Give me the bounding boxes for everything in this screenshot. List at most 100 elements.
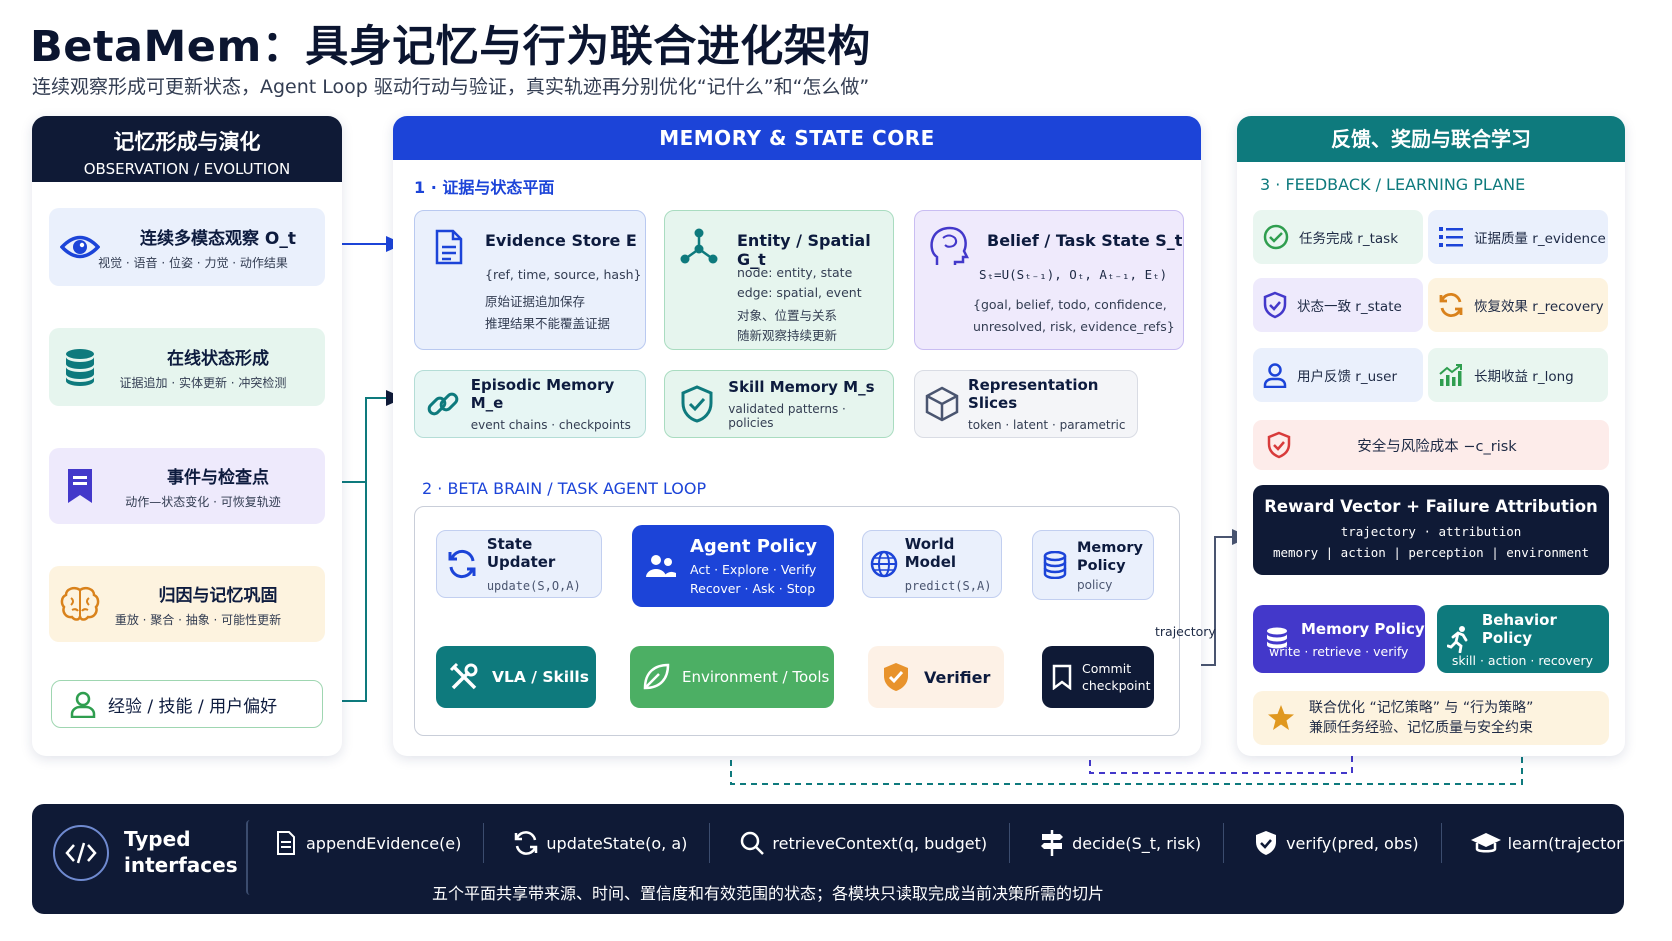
joint-line2: 兼顾任务经验、记忆质量与安全约束 bbox=[1309, 720, 1533, 736]
shield-check-icon bbox=[665, 385, 728, 423]
users-icon bbox=[632, 553, 690, 579]
step-observation-title: 连续多模态观察 O_t bbox=[140, 228, 296, 249]
representation-slices-sub: token · latent · parametric bbox=[968, 418, 1126, 432]
reward-vector-line2: memory | action | perception | environme… bbox=[1272, 545, 1590, 560]
reward-task: 任务完成 r_task bbox=[1253, 210, 1423, 264]
agent-policy-title: Agent Policy bbox=[690, 536, 818, 557]
footer-divider bbox=[1440, 823, 1442, 863]
step-events-sub: 动作—状态变化 · 可恢复轨迹 bbox=[125, 494, 281, 509]
memory-policy-title: Memory Policy bbox=[1301, 619, 1425, 638]
section-feedback-plane: 3 · FEEDBACK / LEARNING PLANE bbox=[1260, 175, 1526, 194]
section-agent-loop: 2 · BETA BRAIN / TASK AGENT LOOP bbox=[422, 479, 707, 498]
user-icon bbox=[1253, 362, 1297, 388]
state-updater-title: State Updater bbox=[486, 535, 556, 571]
tools-icon bbox=[436, 662, 492, 692]
evidence-store-line2: 原始证据追加保存 bbox=[485, 294, 586, 309]
search-icon bbox=[732, 830, 772, 856]
joint-line1: 联合优化 “记忆策略” 与 “行为策略” bbox=[1309, 700, 1534, 716]
loop-memory-policy-card: Memory Policy policy bbox=[1032, 530, 1154, 600]
section-evidence-plane: 1 · 证据与状态平面 bbox=[414, 178, 555, 197]
representation-slices-title: Representation Slices bbox=[968, 376, 1099, 412]
iface-verify: verify(pred, obs) bbox=[1246, 823, 1419, 863]
eye-icon bbox=[49, 232, 111, 262]
belief-state-fields-2: unresolved, risk, evidence_refs} bbox=[973, 319, 1175, 334]
world-model-title: World Model bbox=[904, 535, 957, 571]
document-icon bbox=[266, 830, 306, 856]
world-model-sub: predict(S,A) bbox=[904, 579, 992, 593]
iface-decide-label: decide(S_t, risk) bbox=[1072, 833, 1202, 853]
step-online-state-title: 在线状态形成 bbox=[167, 348, 269, 369]
behavior-policy-card: Behavior Policy skill · action · recover… bbox=[1437, 605, 1609, 673]
reward-recovery: 恢复效果 r_recovery bbox=[1428, 278, 1608, 332]
code-icon bbox=[53, 825, 109, 881]
risk-cost-label: 安全与风险成本 −c_risk bbox=[1357, 438, 1517, 455]
observation-panel-header: 记忆形成与演化 OBSERVATION / EVOLUTION bbox=[32, 116, 342, 182]
iface-learn-label: learn(trajectory, R) bbox=[1507, 833, 1660, 853]
entity-spatial-line3: 对象、位置与关系 bbox=[737, 308, 838, 323]
entity-spatial-node: node: entity, state bbox=[737, 265, 853, 280]
entity-spatial-title: Entity / Spatial G_t bbox=[737, 231, 871, 269]
loop-memory-policy-title1: Memory bbox=[1077, 539, 1143, 556]
iface-verify-label: verify(pred, obs) bbox=[1286, 833, 1419, 853]
trajectory-label: trajectory bbox=[1155, 624, 1216, 639]
commit-line2: checkpoint bbox=[1082, 678, 1151, 693]
graph-nodes-icon bbox=[679, 227, 719, 267]
state-updater-sub: update(S,O,A) bbox=[486, 579, 581, 593]
reward-user-label: 用户反馈 r_user bbox=[1297, 369, 1398, 385]
brain-icon bbox=[49, 586, 111, 622]
database-icon bbox=[1033, 551, 1077, 579]
observation-title-en: OBSERVATION / EVOLUTION bbox=[83, 160, 291, 178]
iface-update-state-label: updateState(o, a) bbox=[546, 833, 688, 853]
belief-task-state-title: Belief / Task State S_t bbox=[987, 231, 1183, 250]
entity-spatial-line4: 随新观察持续更新 bbox=[737, 328, 838, 343]
episodic-memory-sub: event chains · checkpoints bbox=[470, 418, 631, 432]
cube-icon bbox=[915, 386, 968, 422]
agent-loop-frame bbox=[414, 506, 1180, 736]
refresh-icon bbox=[1428, 292, 1474, 318]
step-experience-label: 经验 / 技能 / 用户偏好 bbox=[108, 696, 278, 717]
belief-state-fields-1: {goal, belief, todo, confidence, bbox=[973, 297, 1167, 312]
shield-check-icon bbox=[1246, 829, 1286, 857]
check-circle-icon bbox=[1253, 224, 1299, 250]
head-brain-icon bbox=[929, 225, 969, 267]
document-icon bbox=[435, 229, 463, 265]
typed-interfaces-bar bbox=[32, 804, 1624, 914]
interfaces-label: interfaces bbox=[124, 853, 238, 877]
memory-policy-card: Memory Policy write · retrieve · verify bbox=[1253, 605, 1425, 673]
typed-label: Typed bbox=[124, 827, 191, 851]
reward-task-label: 任务完成 r_task bbox=[1299, 231, 1399, 247]
belief-state-formula: Sₜ=U(Sₜ₋₁), Oₜ, Aₜ₋₁, Eₜ) bbox=[979, 267, 1168, 282]
iface-append-evidence: appendEvidence(e) bbox=[266, 823, 461, 863]
loop-memory-policy-title2: Policy bbox=[1077, 557, 1126, 574]
reward-user: 用户反馈 r_user bbox=[1253, 348, 1423, 402]
world-model-card: World Model predict(S,A) bbox=[862, 530, 1002, 598]
belief-task-state-card: Belief / Task State S_t Sₜ=U(Sₜ₋₁), Oₜ, … bbox=[914, 210, 1184, 350]
iface-update-state: updateState(o, a) bbox=[506, 823, 687, 863]
environment-tools-label: Environment / Tools bbox=[682, 668, 830, 686]
behavior-policy-sub: skill · action · recovery bbox=[1451, 652, 1594, 668]
vla-skills-label: VLA / Skills bbox=[492, 668, 589, 686]
feedback-panel-header: 反馈、奖励与联合学习 bbox=[1237, 116, 1625, 162]
risk-cost: 安全与风险成本 −c_risk bbox=[1253, 420, 1609, 470]
reward-long: 长期收益 r_long bbox=[1428, 348, 1608, 402]
evidence-store-line3: 推理结果不能覆盖证据 bbox=[485, 316, 611, 331]
step-events-checkpoints: 事件与检查点 动作—状态变化 · 可恢复轨迹 bbox=[49, 448, 325, 524]
agent-policy-line2: Recover · Ask · Stop bbox=[690, 581, 816, 596]
entity-spatial-card: Entity / Spatial G_t node: entity, state… bbox=[664, 210, 894, 350]
reward-vector-card: Reward Vector + Failure Attribution traj… bbox=[1253, 485, 1609, 575]
step-consolidation-title: 归因与记忆巩固 bbox=[158, 585, 278, 606]
iface-retrieve-context-label: retrieveContext(q, budget) bbox=[772, 833, 988, 853]
agent-policy-card: Agent Policy Act · Explore · Verify Reco… bbox=[632, 525, 834, 607]
user-icon bbox=[52, 690, 114, 718]
chart-up-icon bbox=[1428, 363, 1474, 387]
episodic-memory-card: Episodic Memory M_e event chains · check… bbox=[414, 370, 646, 438]
iface-append-evidence-label: appendEvidence(e) bbox=[306, 833, 462, 853]
footer-divider bbox=[1223, 823, 1225, 863]
list-icon bbox=[1428, 226, 1474, 248]
step-consolidation-sub: 重放 · 聚合 · 抽象 · 可能性更新 bbox=[114, 612, 282, 627]
database-icon bbox=[49, 348, 111, 386]
step-online-state: 在线状态形成 证据追加 · 实体更新 · 冲突检测 bbox=[49, 328, 325, 406]
shield-check-icon bbox=[868, 661, 924, 693]
skill-memory-title: Skill Memory M_s bbox=[728, 378, 875, 396]
link-icon bbox=[415, 387, 471, 421]
